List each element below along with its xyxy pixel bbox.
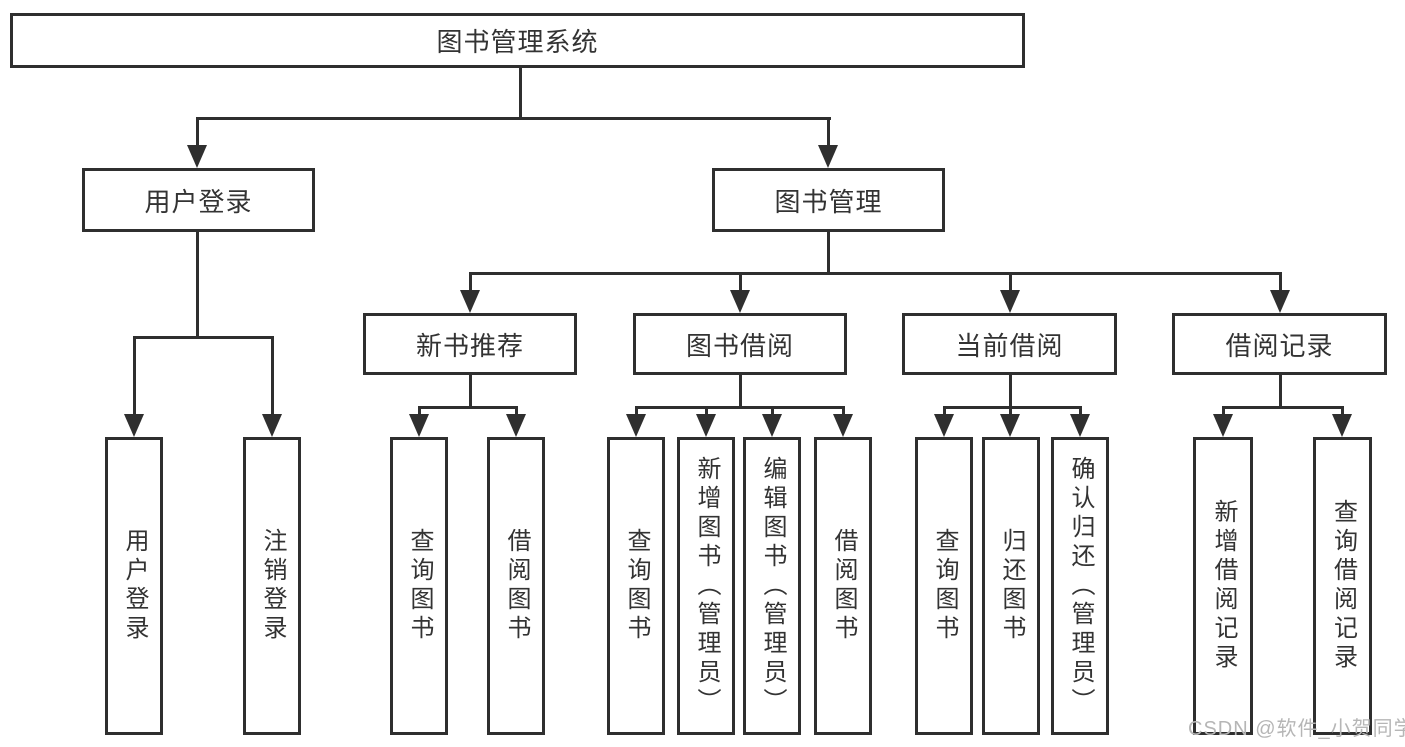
node-book-borrowing: 图书借阅 <box>633 313 847 375</box>
node-leaf-return-book: 归还图书 <box>982 437 1040 735</box>
connector-shaft-add-borrow-record <box>1222 406 1225 418</box>
connector-shaft-query-borrow-record <box>1341 406 1344 418</box>
node-library-management-system: 图书管理系统 <box>10 13 1025 68</box>
connector-shaft-borrow-books-2 <box>842 406 845 418</box>
connector-new-book-branch <box>418 406 518 409</box>
connector-user-login-branch <box>133 336 274 339</box>
node-leaf-query-books-borrowing: 查询图书 <box>607 437 665 735</box>
connector-book-management-stub <box>827 232 830 275</box>
connector-current-borrowing-stub <box>1009 375 1012 409</box>
arrow-to-borrowing-records <box>1270 290 1290 313</box>
arrow-to-current-borrowing <box>1000 290 1020 313</box>
node-leaf-edit-book-admin: 编辑图书（管理员） <box>743 437 801 735</box>
arrow-to-query-books-1 <box>409 414 429 437</box>
arrow-to-borrow-books-1 <box>506 414 526 437</box>
connector-shaft-query-books-3 <box>943 406 946 418</box>
node-user-login: 用户登录 <box>82 168 315 232</box>
connector-new-book-stub <box>469 375 472 409</box>
arrow-to-confirm-return <box>1070 414 1090 437</box>
connector-shaft-return-book <box>1009 406 1012 418</box>
connector-shaft-query-books-2 <box>635 406 638 418</box>
node-leaf-add-borrow-record: 新增借阅记录 <box>1193 437 1253 735</box>
arrow-to-user-login <box>187 145 207 168</box>
arrow-to-add-borrow-record <box>1213 414 1233 437</box>
arrow-to-add-book <box>696 414 716 437</box>
node-borrowing-records: 借阅记录 <box>1172 313 1387 375</box>
connector-shaft-current-borrowing <box>1009 273 1012 295</box>
connector-shaft-query-books-1 <box>418 406 421 418</box>
arrow-to-book-management <box>818 145 838 168</box>
node-leaf-query-books-current: 查询图书 <box>915 437 973 735</box>
node-leaf-query-books-recommend: 查询图书 <box>390 437 448 735</box>
node-leaf-query-borrow-record: 查询借阅记录 <box>1313 437 1372 735</box>
arrow-to-new-book-recommendation <box>460 290 480 313</box>
arrow-to-query-books-2 <box>626 414 646 437</box>
connector-borrowing-records-branch <box>1222 406 1344 409</box>
arrow-to-borrow-books-2 <box>833 414 853 437</box>
arrow-to-query-borrow-record <box>1332 414 1352 437</box>
connector-shaft-book-management <box>827 118 830 150</box>
connector-root-stub <box>519 68 522 120</box>
node-new-book-recommendation: 新书推荐 <box>363 313 577 375</box>
node-book-management: 图书管理 <box>712 168 945 232</box>
connector-shaft-leaf-logout <box>271 337 274 419</box>
connector-shaft-user-login <box>196 118 199 150</box>
arrow-to-return-book <box>1000 414 1020 437</box>
arrow-to-leaf-user-login <box>124 414 144 437</box>
arrow-to-leaf-logout <box>262 414 282 437</box>
node-leaf-add-book-admin: 新增图书（管理员） <box>677 437 735 735</box>
connector-shaft-confirm-return <box>1079 406 1082 418</box>
connector-user-login-stub <box>196 232 199 339</box>
node-leaf-logout: 注销登录 <box>243 437 301 735</box>
node-leaf-user-login: 用户登录 <box>105 437 163 735</box>
connector-book-management-branch <box>469 272 1282 275</box>
connector-book-borrowing-branch <box>635 406 845 409</box>
connector-book-borrowing-stub <box>739 375 742 409</box>
connector-shaft-book-borrowing <box>739 273 742 295</box>
connector-shaft-edit-book <box>771 406 774 418</box>
csdn-watermark: CSDN @软件_小贺同学 <box>1188 718 1405 740</box>
connector-current-borrowing-branch <box>943 406 1082 409</box>
connector-shaft-leaf-user-login <box>133 337 136 419</box>
connector-shaft-new-book <box>469 273 472 295</box>
connector-borrowing-records-stub <box>1279 375 1282 409</box>
arrow-to-query-books-3 <box>934 414 954 437</box>
node-leaf-confirm-return-admin: 确认归还（管理员） <box>1051 437 1109 735</box>
connector-root-branch <box>196 117 831 120</box>
connector-shaft-add-book <box>705 406 708 418</box>
arrow-to-book-borrowing <box>730 290 750 313</box>
connector-shaft-borrow-books-1 <box>515 406 518 418</box>
connector-shaft-borrowing-records <box>1279 273 1282 295</box>
arrow-to-edit-book <box>762 414 782 437</box>
node-leaf-borrow-books-borrowing: 借阅图书 <box>814 437 872 735</box>
node-leaf-borrow-books-recommend: 借阅图书 <box>487 437 545 735</box>
node-current-borrowing: 当前借阅 <box>902 313 1117 375</box>
